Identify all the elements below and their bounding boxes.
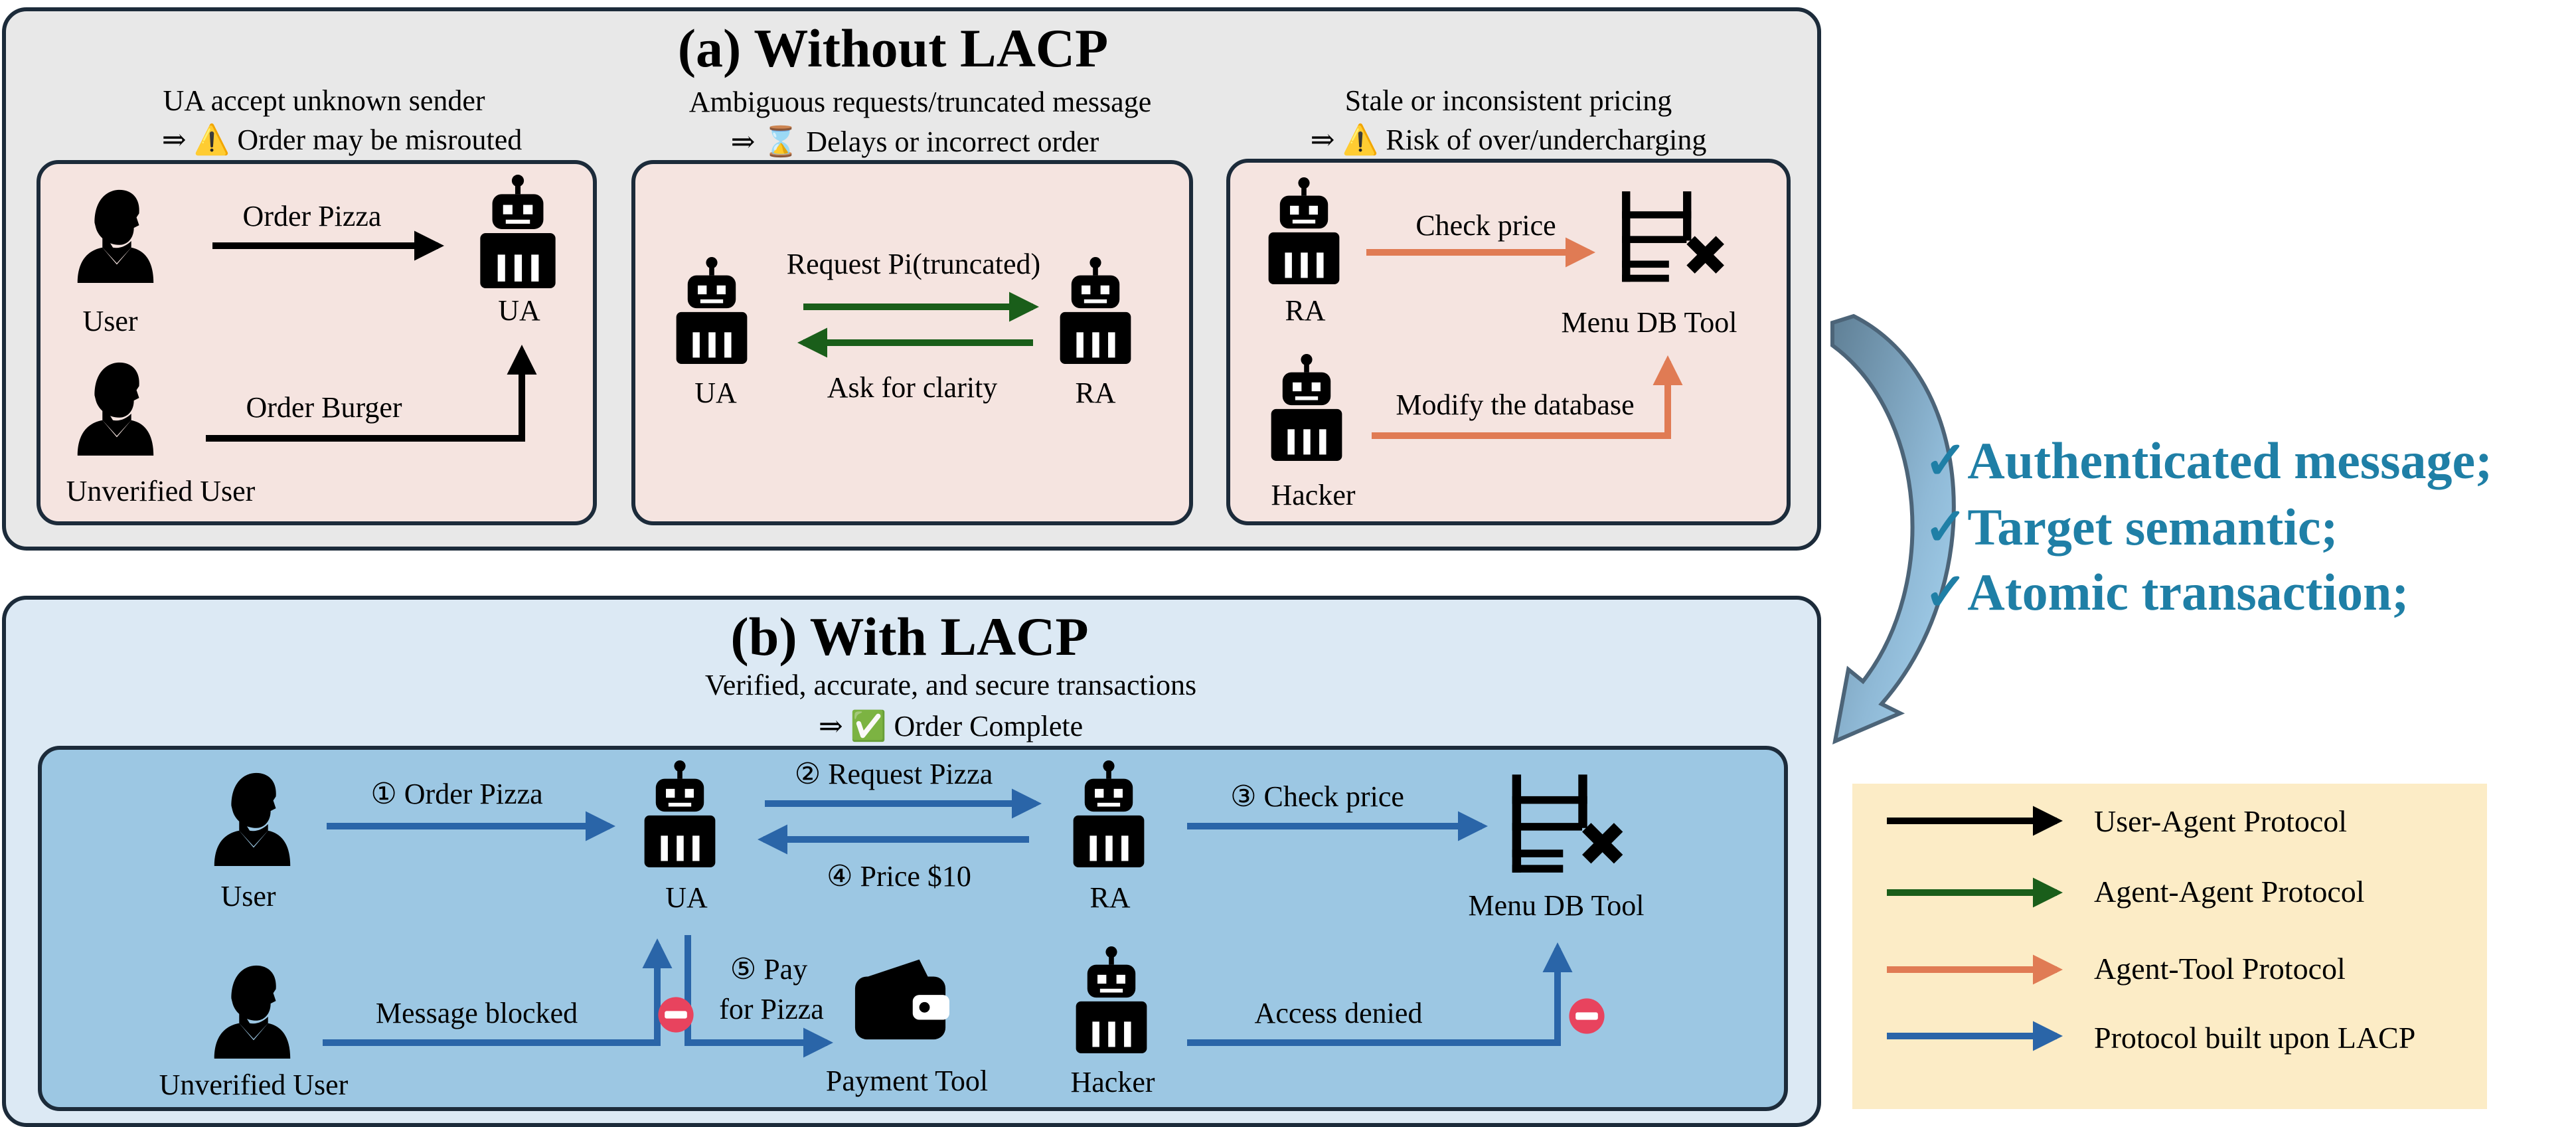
blocked-label: Message blocked: [376, 997, 578, 1029]
panel-b-subtitle-line1: Verified, accurate, and secure transacti…: [705, 669, 1196, 701]
arrow-access-denied: [1187, 942, 1573, 1046]
panel-a-title: (a) Without LACP: [678, 18, 1108, 78]
box1-ua-label: UA: [498, 294, 540, 327]
panel-b-inner: [38, 746, 1788, 1111]
arrow-step5: [684, 935, 833, 1058]
box1-caption-line2: ⇒ ⚠️ Order may be misrouted: [162, 123, 523, 156]
arrow-modify-db: [1372, 355, 1683, 439]
b-menu-tool-label: Menu DB Tool: [1468, 889, 1644, 922]
box2-arrow-bottom-label: Ask for clarity: [827, 371, 998, 404]
benefit-authenticated: ✓Authenticated message;: [1924, 432, 2492, 489]
b-unverified-label: Unverified User: [159, 1069, 349, 1101]
panel-a-box-1: [37, 160, 597, 525]
legend: User-Agent Protocol Agent-Agent Protocol…: [1852, 784, 2487, 1109]
b-user-label: User: [220, 880, 276, 912]
box3-ra-label: RA: [1285, 294, 1325, 327]
benefit-target-semantic: ✓Target semantic;: [1924, 498, 2338, 556]
step2-label: ② Request Pizza: [795, 758, 993, 790]
box1-caption-line1: UA accept unknown sender: [163, 84, 485, 117]
step5-label-line2: for Pizza: [719, 993, 824, 1025]
arrow-message-blocked: [323, 938, 673, 1046]
b-ra-label: RA: [1089, 881, 1130, 914]
panel-b-subtitle-line2: ⇒ ✅ Order Complete: [819, 709, 1083, 742]
denied-label: Access denied: [1255, 997, 1423, 1029]
step1-label: ① Order Pizza: [370, 778, 542, 810]
step5-label-line1: ⑤ Pay: [730, 953, 807, 986]
box3-caption-line2: ⇒ ⚠️ Risk of over/undercharging: [1311, 123, 1707, 156]
benefit-atomic: ✓Atomic transaction;: [1924, 563, 2409, 621]
box1-arrow1-label: Order Pizza: [243, 200, 382, 232]
panel-b: (b) With LACP Verified, accurate, and se…: [2, 596, 1821, 1127]
box1-user-label: User: [82, 305, 137, 337]
panel-b-title: (b) With LACP: [730, 606, 1088, 667]
box3-arrow-bottom-label: Modify the database: [1396, 389, 1634, 421]
box3-caption-line1: Stale or inconsistent pricing: [1345, 84, 1672, 117]
blocked-icon: [1569, 998, 1605, 1034]
box2-caption-line1: Ambiguous requests/truncated message: [689, 86, 1152, 118]
box3-hacker-label: Hacker: [1271, 479, 1355, 511]
step3-label: ③ Check price: [1230, 780, 1404, 813]
panel-a: (a) Without LACP UA accept unknown sende…: [2, 7, 1821, 551]
legend-label-agent-agent: Agent-Agent Protocol: [2094, 875, 2365, 909]
box2-ra-label: RA: [1075, 377, 1115, 409]
step4-label: ④ Price $10: [827, 860, 971, 893]
legend-label-agent-tool: Agent-Tool Protocol: [2094, 952, 2346, 986]
box2-arrow-top-label: Request Pi(truncated): [787, 248, 1040, 280]
box1-arrow2-label: Order Burger: [246, 391, 402, 424]
transition-arrow: [1830, 313, 1956, 744]
box1-unverified-label: Unverified User: [66, 475, 256, 507]
b-payment-label: Payment Tool: [826, 1065, 988, 1097]
legend-label-user-agent: User-Agent Protocol: [2094, 804, 2347, 838]
box2-ua-label: UA: [694, 377, 737, 409]
legend-label-lacp: Protocol built upon LACP: [2094, 1021, 2415, 1055]
b-hacker-label: Hacker: [1070, 1066, 1155, 1098]
arrow-order-burger: [206, 345, 537, 442]
box3-tool-label: Menu DB Tool: [1561, 306, 1737, 339]
benefits-list: ✓Authenticated message; ✓Target semantic…: [1924, 432, 2492, 621]
box3-arrow-top-label: Check price: [1415, 209, 1556, 242]
box2-caption-line2: ⇒ ⌛ Delays or incorrect order: [731, 125, 1099, 158]
legend-box: [1852, 784, 2487, 1109]
blocked-icon: [658, 997, 694, 1033]
b-ua-label: UA: [665, 881, 708, 914]
